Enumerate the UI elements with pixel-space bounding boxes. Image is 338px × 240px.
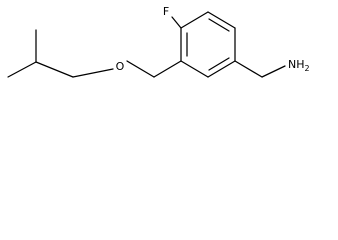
chain-bond — [153, 60, 182, 78]
chain-bond — [261, 65, 286, 78]
ring-bond — [207, 60, 236, 78]
fluorine-bond — [171, 16, 182, 29]
aminomethyl-chain — [234, 60, 286, 78]
chain-bond — [126, 60, 155, 78]
amine-label: NH2 — [288, 58, 310, 73]
molecule-structure: F O NH2 — [7, 5, 310, 78]
chain-bond — [35, 61, 74, 78]
benzene-ring — [180, 11, 236, 78]
chain-bond — [7, 61, 37, 78]
isobutoxymethyl-chain — [7, 29, 182, 78]
ring-bond — [180, 60, 209, 78]
chain-bond — [234, 60, 263, 78]
fluorine-label: F — [163, 5, 169, 18]
oxygen-label: O — [116, 60, 125, 73]
chain-bond — [72, 68, 114, 78]
ring-double-bond — [208, 57, 230, 71]
ring-double-bond — [208, 18, 230, 32]
amine-subscript: 2 — [305, 64, 310, 73]
ring-bond — [180, 11, 209, 29]
ring-bond — [207, 11, 236, 29]
